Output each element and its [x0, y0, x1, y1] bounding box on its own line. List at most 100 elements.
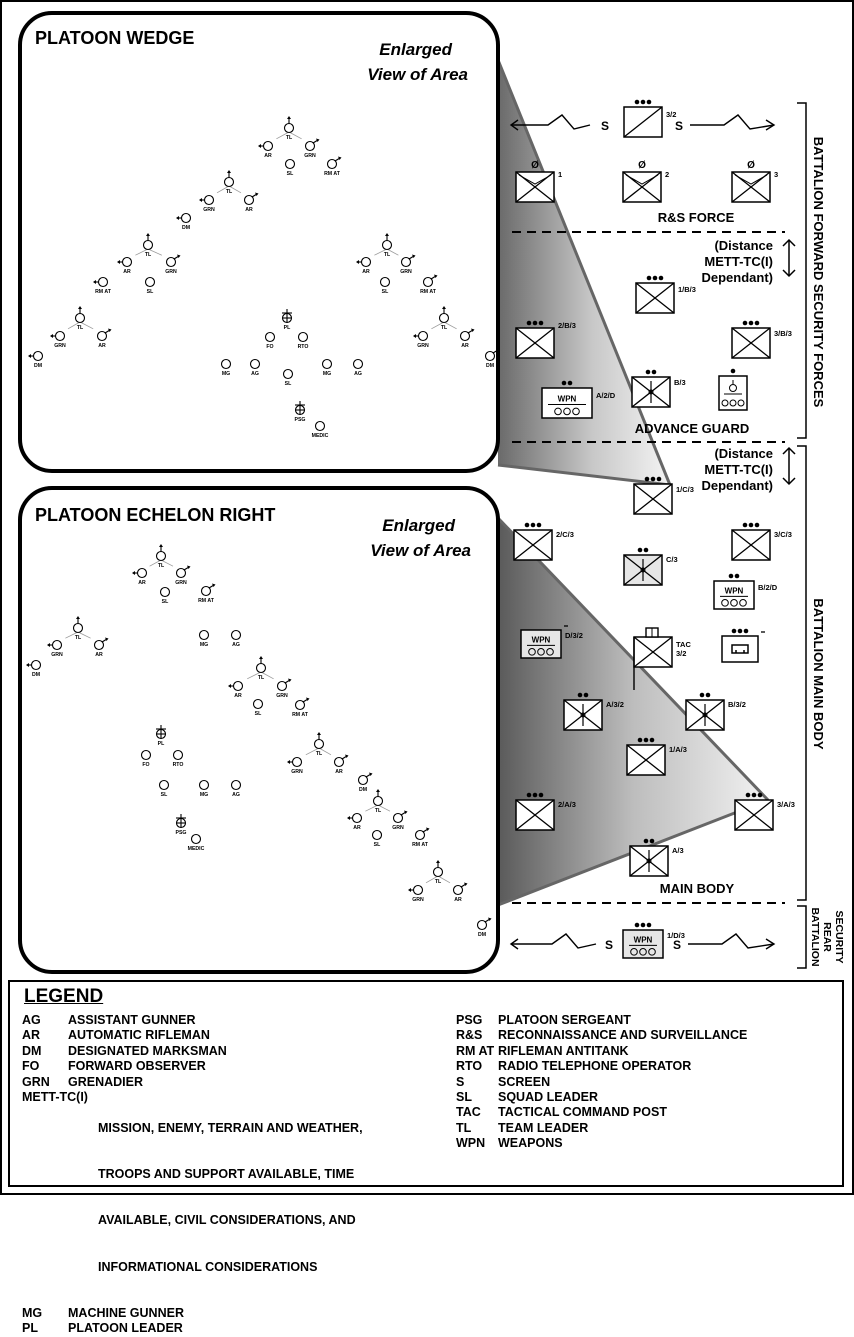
- soldier-label: TL: [75, 635, 82, 641]
- distance-arrow-1: [782, 238, 796, 278]
- soldier-medic-icon: MEDIC: [188, 833, 205, 852]
- soldier-label: SL: [255, 711, 262, 717]
- null-echelon-symbol: Ø: [531, 160, 539, 171]
- soldier-label: AR: [454, 897, 462, 903]
- soldier-label: TL: [158, 563, 165, 569]
- soldier-rmat-icon: RM AT: [420, 274, 438, 295]
- unit-label: 3/B/3: [774, 329, 792, 338]
- unit-label: 2/B/3: [558, 321, 576, 330]
- legend-def-mett: MISSION, ENEMY, TERRAIN AND WEATHER, TRO…: [98, 1090, 363, 1306]
- soldier-label: AR: [264, 153, 272, 159]
- legend-def: RIFLEMAN ANTITANK: [498, 1043, 629, 1058]
- echelon-enlarged-line1: Enlarged: [382, 516, 455, 535]
- soldier-grn-icon: GRN: [304, 138, 320, 159]
- legend-abbr: AG: [22, 1013, 41, 1027]
- wpn-label: WPN: [558, 395, 577, 404]
- soldier-sl-icon: SL: [282, 368, 294, 387]
- soldier-mg-icon: MG: [220, 358, 232, 377]
- soldier-label: PL: [158, 741, 165, 747]
- soldier-rmat-icon: RM AT: [292, 697, 310, 718]
- soldier-tl-icon: TL: [432, 860, 444, 885]
- platoon-echelon-panel: [18, 486, 500, 974]
- legend-def: TACTICAL COMMAND POST: [498, 1105, 667, 1120]
- soldier-mg-icon: MG: [198, 629, 210, 648]
- wpn-label: WPN: [532, 636, 551, 645]
- unit-label: A/3: [672, 846, 684, 855]
- legend-abbr: RTO: [456, 1059, 483, 1074]
- soldier-dm-icon: DM: [357, 772, 373, 793]
- soldier-label: RM AT: [420, 289, 437, 295]
- soldier-rmat-icon: RM AT: [324, 156, 342, 177]
- soldier-label: AR: [138, 580, 146, 586]
- soldier-label: GRN: [412, 897, 424, 903]
- soldier-label: MG: [200, 642, 208, 648]
- unit-3-b-3: 3/B/3: [731, 320, 792, 359]
- soldier-tl-icon: TL: [142, 233, 154, 258]
- soldier-label: MEDIC: [312, 433, 329, 439]
- unit-label: D/3/2: [565, 631, 583, 640]
- soldier-tl-icon: TL: [283, 116, 295, 141]
- soldier-label: AR: [335, 769, 343, 775]
- soldier-tl-icon: TL: [155, 544, 167, 569]
- legend-mett-line: TROOPS AND SUPPORT AVAILABLE, TIME: [97, 1167, 355, 1182]
- soldier-tl-icon: TL: [72, 616, 84, 641]
- screen-s-left-top: S: [601, 119, 609, 133]
- soldier-pl-icon: PL: [281, 309, 293, 331]
- soldier-label: FO: [266, 344, 273, 350]
- legend-def: SQUAD LEADER: [498, 1090, 599, 1105]
- unit-a-3-2: A/3/2: [563, 692, 624, 731]
- soldier-ag-icon: AG: [230, 629, 242, 648]
- legend-abbr: DM: [22, 1043, 42, 1058]
- soldier-sl-icon: SL: [252, 698, 264, 717]
- soldier-tl-icon: TL: [223, 170, 235, 195]
- legend-row-mett: METT-TC(I) MISSION, ENEMY, TERRAIN AND W…: [22, 1090, 363, 1306]
- legend-def: AUTOMATIC RIFLEMAN: [68, 1028, 210, 1043]
- echelon-zoom-cone: [498, 518, 768, 905]
- unit-rs-1: Ø1: [515, 160, 562, 203]
- soldier-fo-icon: FO: [140, 749, 152, 768]
- soldier-rto-icon: RTO: [298, 331, 309, 350]
- soldier-label: RTO: [298, 344, 309, 350]
- soldier-ag-icon: AG: [249, 358, 261, 377]
- soldier-label: AR: [245, 207, 253, 213]
- legend-def: WEAPONS: [498, 1136, 563, 1151]
- soldier-ar-icon: AR: [356, 256, 372, 275]
- legend-abbr: PL: [22, 1321, 38, 1336]
- legend-abbr: TAC: [456, 1105, 481, 1120]
- unit-hq-mortar: [718, 368, 748, 411]
- screen-s-left-bottom: S: [605, 938, 613, 952]
- unit-c-3: C/3: [623, 547, 678, 586]
- soldier-label: SL: [162, 599, 169, 605]
- unit-2-b-3: 2/B/3: [515, 320, 576, 359]
- side-label-main: BATTALION MAIN BODY: [811, 598, 826, 749]
- soldier-label: SL: [374, 842, 381, 848]
- soldier-tl-icon: TL: [372, 789, 384, 814]
- soldier-grn-icon: GRN: [276, 678, 292, 699]
- soldier-tl-icon: TL: [74, 306, 86, 331]
- soldier-ar-icon: AR: [333, 754, 349, 775]
- soldier-sl-icon: SL: [284, 158, 296, 177]
- soldier-label: TL: [375, 808, 382, 814]
- soldier-ar-icon: AR: [459, 328, 475, 349]
- soldier-label: GRN: [392, 825, 404, 831]
- soldier-label: TL: [145, 252, 152, 258]
- legend-def: SCREEN: [498, 1074, 551, 1089]
- soldier-label: GRN: [276, 693, 288, 699]
- soldier-label: GRN: [51, 652, 63, 658]
- soldier-label: GRN: [54, 343, 66, 349]
- soldier-tl-icon: TL: [381, 233, 393, 258]
- soldier-tl-icon: TL: [438, 306, 450, 331]
